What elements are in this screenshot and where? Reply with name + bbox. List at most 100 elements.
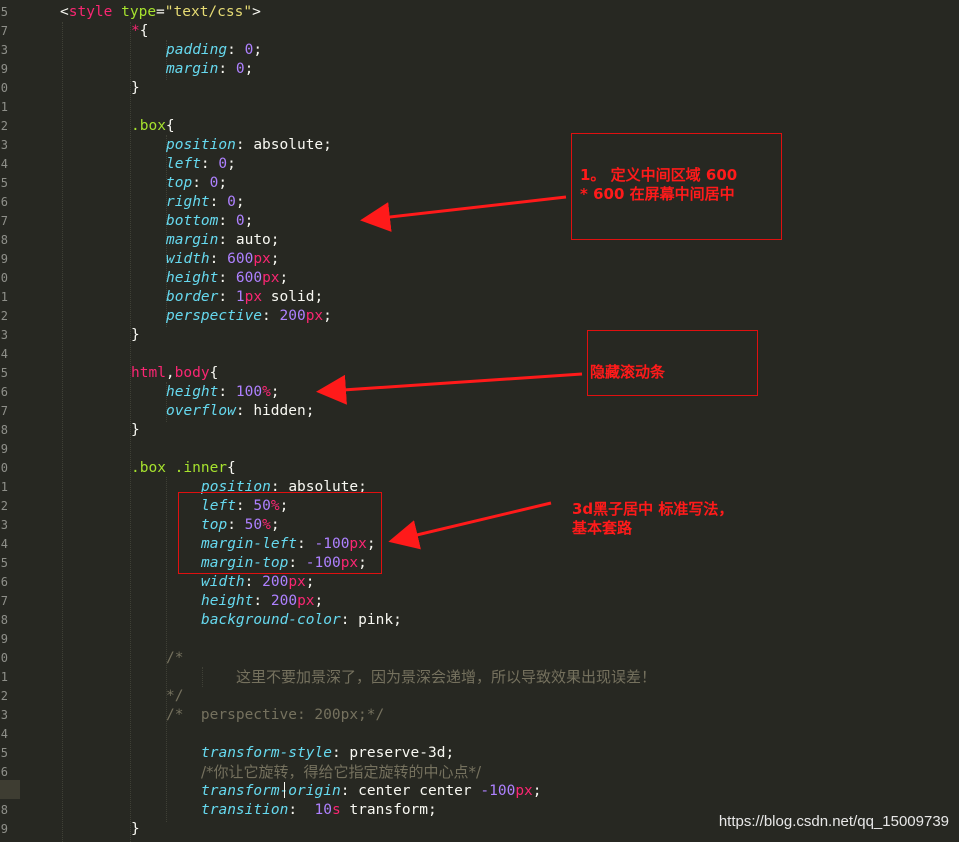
line-number: 0 xyxy=(0,651,8,665)
line-number: 1 xyxy=(0,670,8,684)
line-number: 6 xyxy=(0,195,8,209)
line-number: 0 xyxy=(0,461,8,475)
line-number: 5 xyxy=(0,5,8,19)
code-line: width: 600px; xyxy=(166,251,280,267)
line-number: 1 xyxy=(0,480,8,494)
code-line: transition: 10s transform; xyxy=(201,802,437,818)
line-number: 7 xyxy=(0,214,8,228)
line-number: 6 xyxy=(0,385,8,399)
line-number: 8 xyxy=(0,613,8,627)
line-number: 9 xyxy=(0,62,8,76)
code-line: border: 1px solid; xyxy=(166,289,324,305)
line-number: 5 xyxy=(0,366,8,380)
line-number: 1 xyxy=(0,290,8,304)
annotation-text-1: 1。 定义中间区域 600 * 600 在屏幕中间居中 xyxy=(580,166,738,203)
code-line: */ xyxy=(166,688,184,704)
line-number: 0 xyxy=(0,81,8,95)
code-line: /*你让它旋转，得给它指定旋转的中心点*/ xyxy=(201,763,482,781)
line-number: 9 xyxy=(0,822,8,836)
code-line: margin-top: -100px; xyxy=(201,555,367,571)
line-number: 3 xyxy=(0,328,8,342)
code-line: padding: 0; xyxy=(166,42,263,58)
line-number: 9 xyxy=(0,442,8,456)
line-number-gutter: 5 7 3 9 0 1 2 3 4 5 6 7 8 9 0 1 2 3 4 5 6 7 8 9 0 1 2 3 4 5 6 7 8 9 0 1 2 3 4 5… xyxy=(0,0,24,842)
annotation-box-2 xyxy=(587,330,758,396)
code-line: width: 200px; xyxy=(201,574,315,590)
code-line: margin: auto; xyxy=(166,232,280,248)
code-line: 这里不要加景深了，因为景深会递增，所以导致效果出现误差！ xyxy=(236,668,657,686)
code-line: left: 0; xyxy=(166,156,236,172)
line-number: 5 xyxy=(0,176,8,190)
code-line: transform-style: preserve-3d; xyxy=(201,745,455,761)
code-line: /* perspective: 200px;*/ xyxy=(166,707,385,723)
code-line: height: 600px; xyxy=(166,270,289,286)
code-line: margin: 0; xyxy=(166,61,254,77)
line-number: 0 xyxy=(0,271,8,285)
line-number: 4 xyxy=(0,537,8,551)
code-line: } xyxy=(131,80,140,96)
code-line: } xyxy=(131,422,140,438)
indent-guide xyxy=(166,382,167,422)
line-number: 4 xyxy=(0,727,8,741)
indent-guide xyxy=(166,135,167,327)
line-number: 3 xyxy=(0,43,8,57)
code-line: background-color: pink; xyxy=(201,612,402,628)
code-line: } xyxy=(131,821,140,837)
code-line: .box .inner{ xyxy=(131,460,236,476)
code-line: html,body{ xyxy=(131,365,219,381)
indent-guide xyxy=(62,22,63,842)
code-line: position: absolute; xyxy=(201,479,367,495)
line-number: 7 xyxy=(0,594,8,608)
line-number: 8 xyxy=(0,233,8,247)
line-number: 1 xyxy=(0,100,8,114)
code-line: top: 50%; xyxy=(201,517,280,533)
active-line-highlight xyxy=(0,780,20,799)
code-line: /* xyxy=(166,650,184,666)
line-number: 4 xyxy=(0,347,8,361)
line-number: 8 xyxy=(0,423,8,437)
line-number: 2 xyxy=(0,499,8,513)
code-line: transform-origin: center center -100px; xyxy=(201,783,542,799)
line-number: 3 xyxy=(0,138,8,152)
line-number: 8 xyxy=(0,803,8,817)
text-cursor xyxy=(284,782,285,798)
code-line: height: 100%; xyxy=(166,384,280,400)
code-line: *{ xyxy=(131,23,149,39)
line-number: 5 xyxy=(0,746,8,760)
code-line: left: 50%; xyxy=(201,498,289,514)
line-number: 4 xyxy=(0,157,8,171)
line-number: 2 xyxy=(0,119,8,133)
arrow-2 xyxy=(316,372,583,405)
code-line: position: absolute; xyxy=(166,137,332,153)
annotation-box-1 xyxy=(571,133,782,240)
code-line: margin-left: -100px; xyxy=(201,536,376,552)
annotation-text-3: 3d黑子居中 标准写法，基本套路 xyxy=(572,500,734,537)
annotation-box-3 xyxy=(178,492,382,574)
indent-guide xyxy=(166,477,167,822)
line-number: 9 xyxy=(0,632,8,646)
line-number: 6 xyxy=(0,765,8,779)
code-line: top: 0; xyxy=(166,175,228,191)
code-line: bottom: 0; xyxy=(166,213,254,229)
annotation-text-2: 隐藏滚动条 xyxy=(590,363,666,381)
line-number: 3 xyxy=(0,708,8,722)
code-line: overflow: hidden; xyxy=(166,403,315,419)
indent-guide xyxy=(202,667,203,687)
line-number: 5 xyxy=(0,556,8,570)
line-number: 7 xyxy=(0,24,8,38)
indent-guide xyxy=(166,40,167,80)
line-number: 7 xyxy=(0,404,8,418)
code-line: } xyxy=(131,327,140,343)
line-number: 2 xyxy=(0,309,8,323)
arrow-3 xyxy=(388,501,552,550)
arrow-1 xyxy=(360,195,567,232)
code-line: height: 200px; xyxy=(201,593,324,609)
code-line: right: 0; xyxy=(166,194,245,210)
line-number: 2 xyxy=(0,689,8,703)
code-line: <style type="text/css"> xyxy=(60,4,261,20)
line-number: 9 xyxy=(0,252,8,266)
indent-guide xyxy=(130,22,131,842)
line-number: 3 xyxy=(0,518,8,532)
code-line: .box{ xyxy=(131,118,175,134)
